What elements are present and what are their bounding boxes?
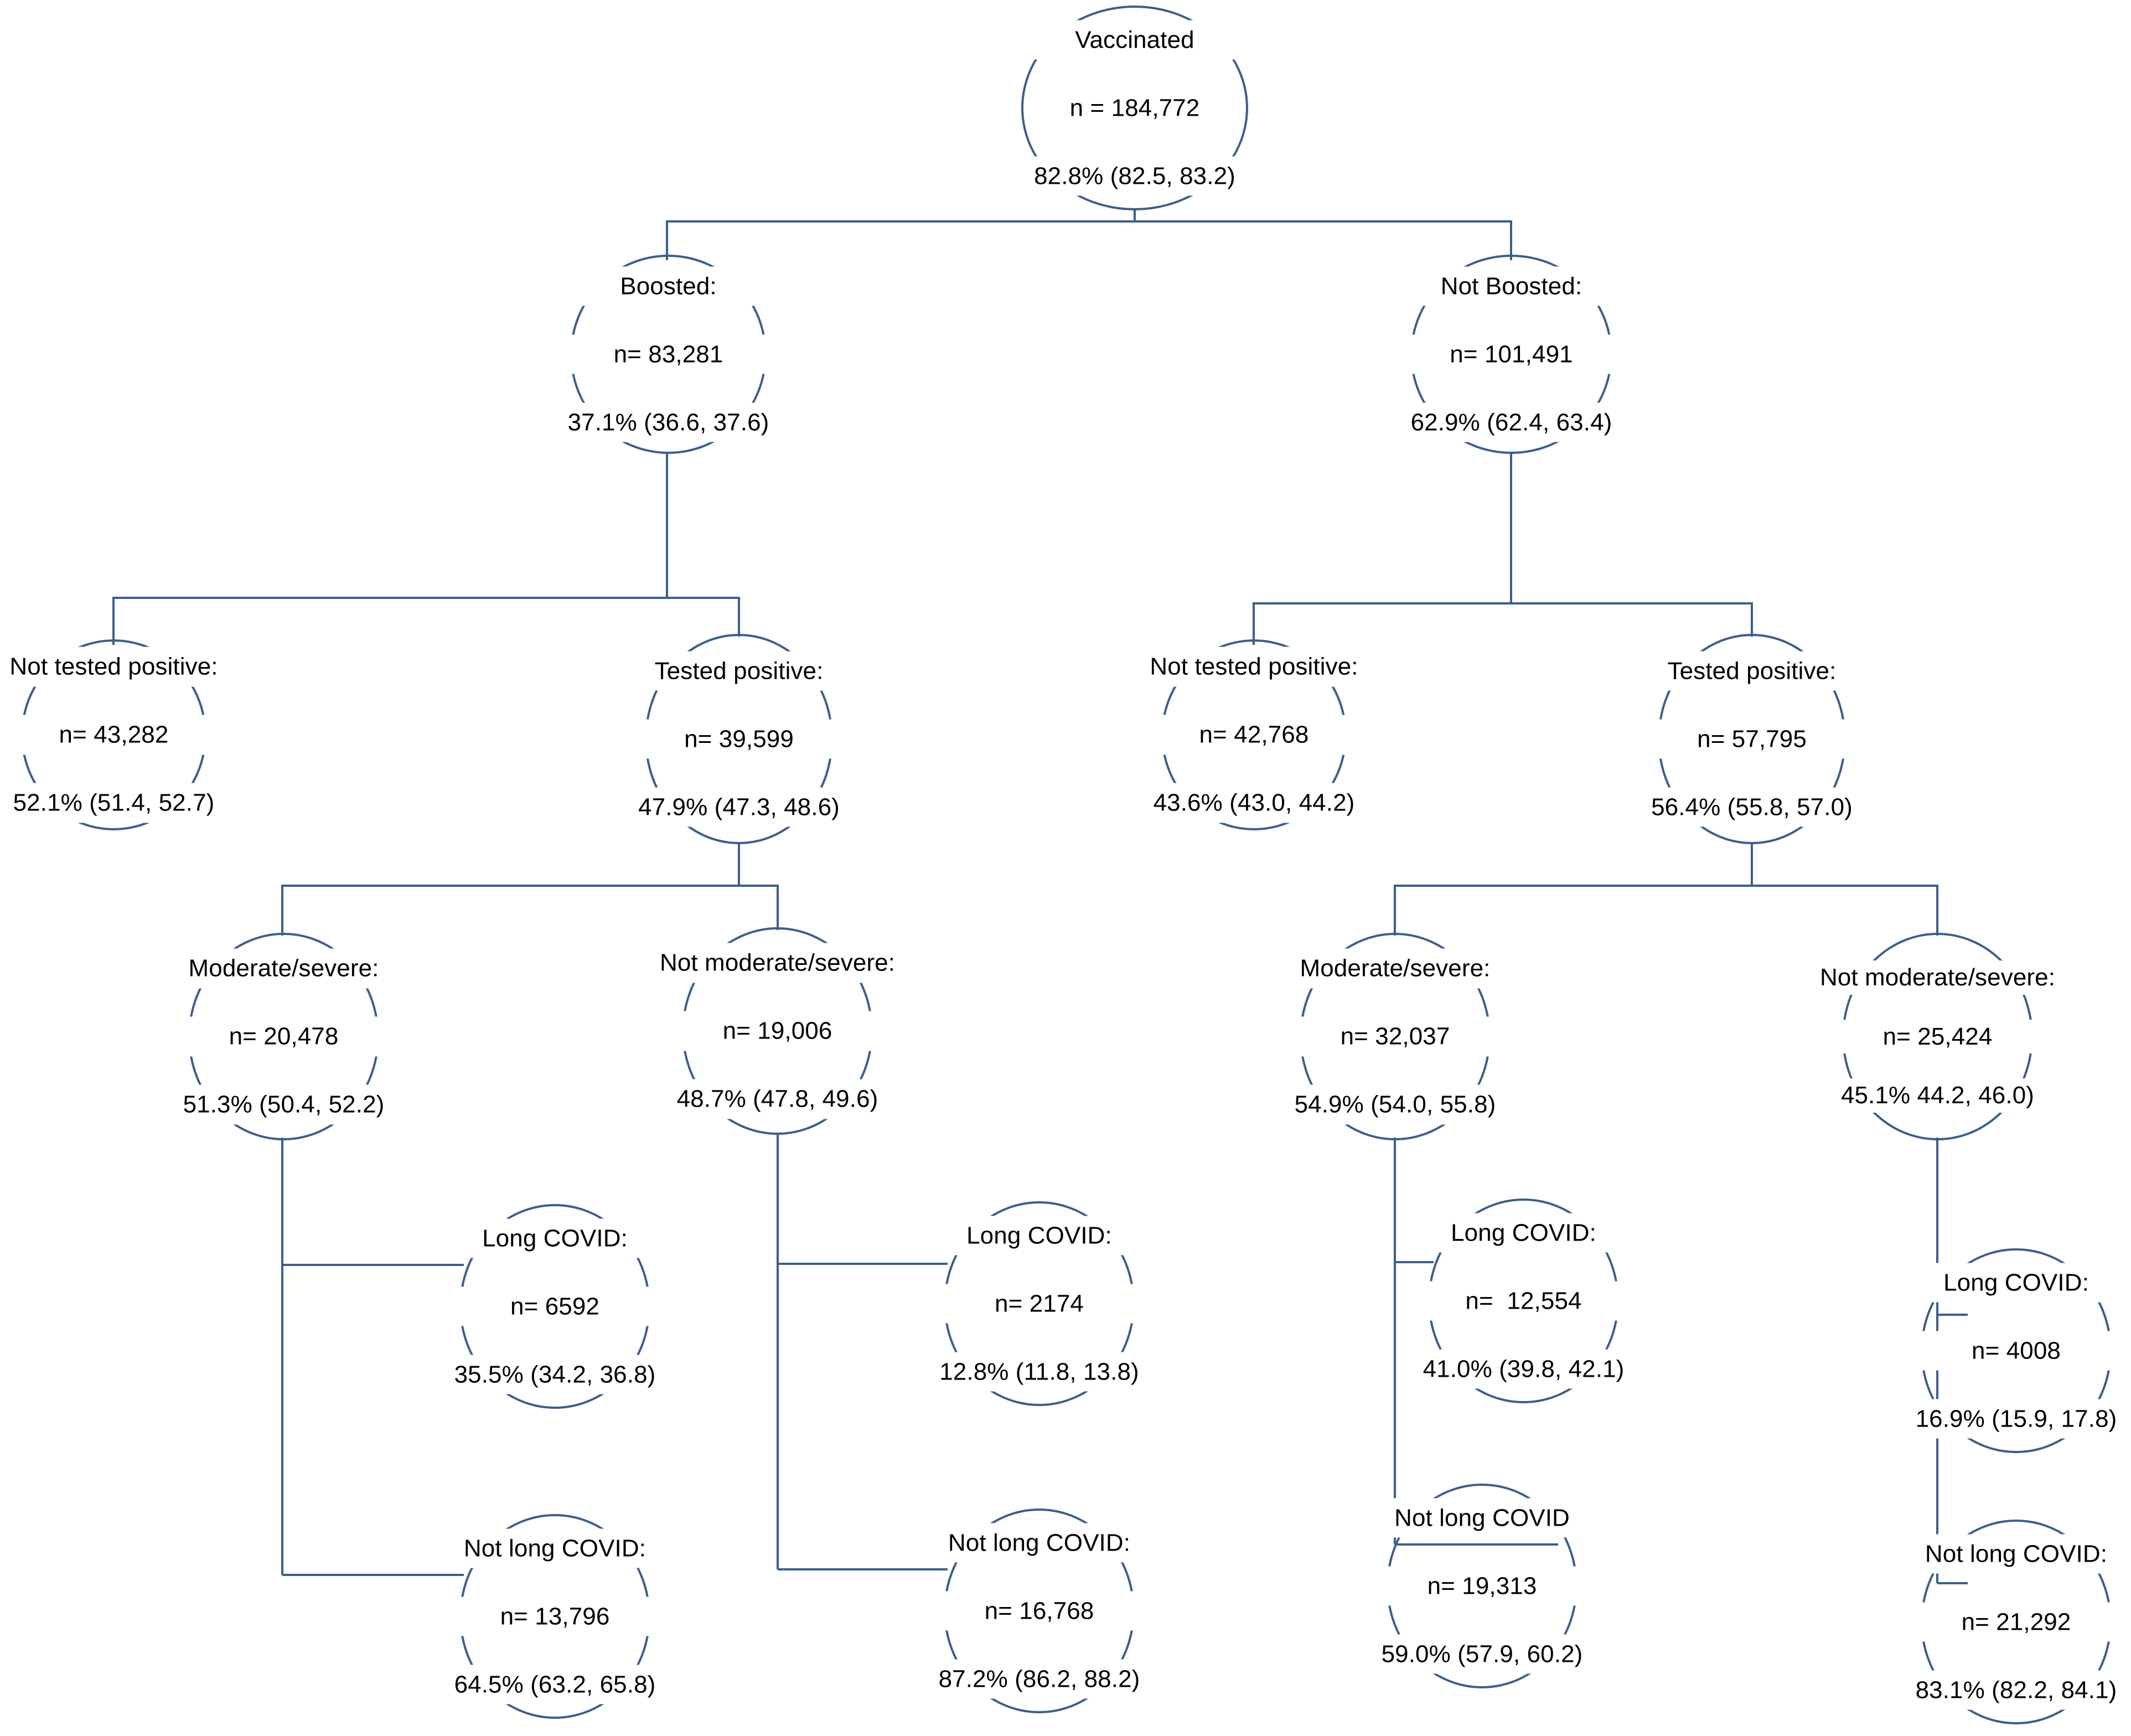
node-label: Long COVID: — [1419, 1213, 1628, 1253]
node-percent: 83.1% (82.2, 84.1) — [1912, 1670, 2120, 1710]
node-percent: 43.6% (43.0, 44.2) — [1146, 783, 1362, 823]
node-boosted[interactable]: Boosted: n= 83,281 37.1% (36.6, 37.6) — [564, 255, 773, 454]
node-nbnms-long-covid[interactable]: Long COVID: n= 4008 16.9% (15.9, 17.8) — [1912, 1248, 2120, 1453]
node-not-boosted[interactable]: Not Boosted: n= 101,491 62.9% (62.4, 63.… — [1407, 255, 1616, 454]
node-not-boosted-not-moderate-severe[interactable]: Not moderate/severe: n= 25,424 45.1% 44.… — [1816, 933, 2059, 1140]
node-label: Not long COVID — [1378, 1498, 1586, 1538]
node-percent: 64.5% (63.2, 65.8) — [451, 1665, 659, 1704]
node-label: Not long COVID: — [935, 1523, 1144, 1563]
node-percent: 59.0% (57.9, 60.2) — [1378, 1634, 1586, 1674]
node-count: n= 21,292 — [1912, 1602, 2120, 1642]
node-bms-not-long-covid[interactable]: Not long COVID: n= 13,796 64.5% (63.2, 6… — [451, 1514, 659, 1719]
node-boosted-tested-positive[interactable]: Tested positive: n= 39,599 47.9% (47.3, … — [635, 634, 843, 844]
node-label: Not tested positive: — [6, 647, 221, 687]
node-count: n= 12,554 — [1419, 1281, 1628, 1321]
node-label: Not moderate/severe: — [656, 943, 899, 983]
node-percent: 82.8% (82.5, 83.2) — [1031, 156, 1239, 196]
node-count: n= 13,796 — [451, 1596, 659, 1636]
node-count: n= 39,599 — [635, 719, 843, 759]
node-label: Tested positive: — [1648, 651, 1856, 691]
node-percent: 41.0% (39.8, 42.1) — [1419, 1349, 1628, 1389]
node-boosted-moderate-severe[interactable]: Moderate/severe: n= 20,478 51.3% (50.4, … — [179, 933, 388, 1140]
node-nbms-long-covid[interactable]: Long COVID: n= 12,554 41.0% (39.8, 42.1) — [1419, 1198, 1628, 1403]
node-label: Long COVID: — [1912, 1263, 2120, 1303]
node-count: n= 20,478 — [179, 1016, 388, 1057]
node-nbnms-not-long-covid[interactable]: Not long COVID: n= 21,292 83.1% (82.2, 8… — [1912, 1520, 2120, 1724]
node-percent: 62.9% (62.4, 63.4) — [1407, 402, 1616, 442]
node-percent: 51.3% (50.4, 52.2) — [179, 1084, 388, 1125]
node-label: Long COVID: — [451, 1218, 659, 1258]
node-vaccinated[interactable]: Vaccinated n = 184,772 82.8% (82.5, 83.2… — [1021, 6, 1248, 210]
node-label: Not long COVID: — [451, 1528, 659, 1568]
node-percent: 47.9% (47.3, 48.6) — [635, 787, 843, 827]
node-count: n= 43,282 — [6, 715, 221, 755]
node-bnms-not-long-covid[interactable]: Not long COVID: n= 16,768 87.2% (86.2, 8… — [935, 1508, 1144, 1713]
node-label: Moderate/severe: — [179, 948, 388, 989]
edge-nbt-to-not-moderate — [1752, 885, 1938, 936]
node-percent: 12.8% (11.8, 13.8) — [936, 1352, 1142, 1392]
node-count: n= 25,424 — [1816, 1019, 2059, 1054]
node-count: n= 57,795 — [1648, 719, 1856, 759]
node-count: n= 4008 — [1912, 1331, 2120, 1371]
node-count: n = 184,772 — [1031, 88, 1239, 128]
node-percent: 16.9% (15.9, 17.8) — [1912, 1399, 2120, 1439]
node-nbms-not-long-covid[interactable]: Not long COVID n= 19,313 59.0% (57.9, 60… — [1378, 1484, 1586, 1688]
node-percent: 48.7% (47.8, 49.6) — [656, 1079, 899, 1119]
node-boosted-not-tested-positive[interactable]: Not tested positive: n= 43,282 52.1% (51… — [6, 639, 221, 830]
node-percent: 35.5% (34.2, 36.8) — [451, 1355, 659, 1394]
node-bms-long-covid[interactable]: Long COVID: n= 6592 35.5% (34.2, 36.8) — [451, 1204, 659, 1409]
node-label: Tested positive: — [635, 651, 843, 691]
node-count: n= 19,006 — [656, 1011, 899, 1051]
node-label: Not Boosted: — [1407, 266, 1616, 306]
node-label: Moderate/severe: — [1291, 948, 1499, 989]
node-percent: 37.1% (36.6, 37.6) — [564, 402, 773, 442]
node-count: n= 101,491 — [1407, 334, 1616, 374]
node-label: Long COVID: — [936, 1216, 1142, 1256]
node-count: n= 32,037 — [1291, 1016, 1499, 1057]
node-bnms-long-covid[interactable]: Long COVID: n= 2174 12.8% (11.8, 13.8) — [936, 1201, 1142, 1406]
node-not-boosted-tested-positive[interactable]: Tested positive: n= 57,795 56.4% (55.8, … — [1648, 634, 1856, 844]
node-count: n= 2174 — [936, 1284, 1142, 1324]
node-count: n= 42,768 — [1146, 715, 1362, 755]
node-count: n= 16,768 — [935, 1591, 1144, 1631]
node-count: n= 19,313 — [1378, 1566, 1586, 1606]
node-percent: 87.2% (86.2, 88.2) — [935, 1659, 1144, 1699]
node-not-boosted-moderate-severe[interactable]: Moderate/severe: n= 32,037 54.9% (54.0, … — [1291, 933, 1499, 1140]
node-boosted-not-moderate-severe[interactable]: Not moderate/severe: n= 19,006 48.7% (47… — [656, 927, 899, 1135]
node-percent: 54.9% (54.0, 55.8) — [1291, 1084, 1499, 1125]
node-label: Not moderate/severe: — [1816, 960, 2059, 995]
node-percent: 52.1% (51.4, 52.7) — [6, 783, 221, 823]
node-not-boosted-not-tested-positive[interactable]: Not tested positive: n= 42,768 43.6% (43… — [1146, 639, 1362, 830]
node-label: Not long COVID: — [1912, 1534, 2120, 1574]
node-percent: 45.1% 44.2, 46.0) — [1816, 1078, 2059, 1113]
node-count: n= 6592 — [451, 1286, 659, 1326]
node-percent: 56.4% (55.8, 57.0) — [1648, 787, 1856, 827]
node-label: Not tested positive: — [1146, 647, 1362, 687]
node-count: n= 83,281 — [564, 334, 773, 374]
node-label: Vaccinated — [1031, 20, 1239, 60]
node-label: Boosted: — [564, 266, 773, 306]
